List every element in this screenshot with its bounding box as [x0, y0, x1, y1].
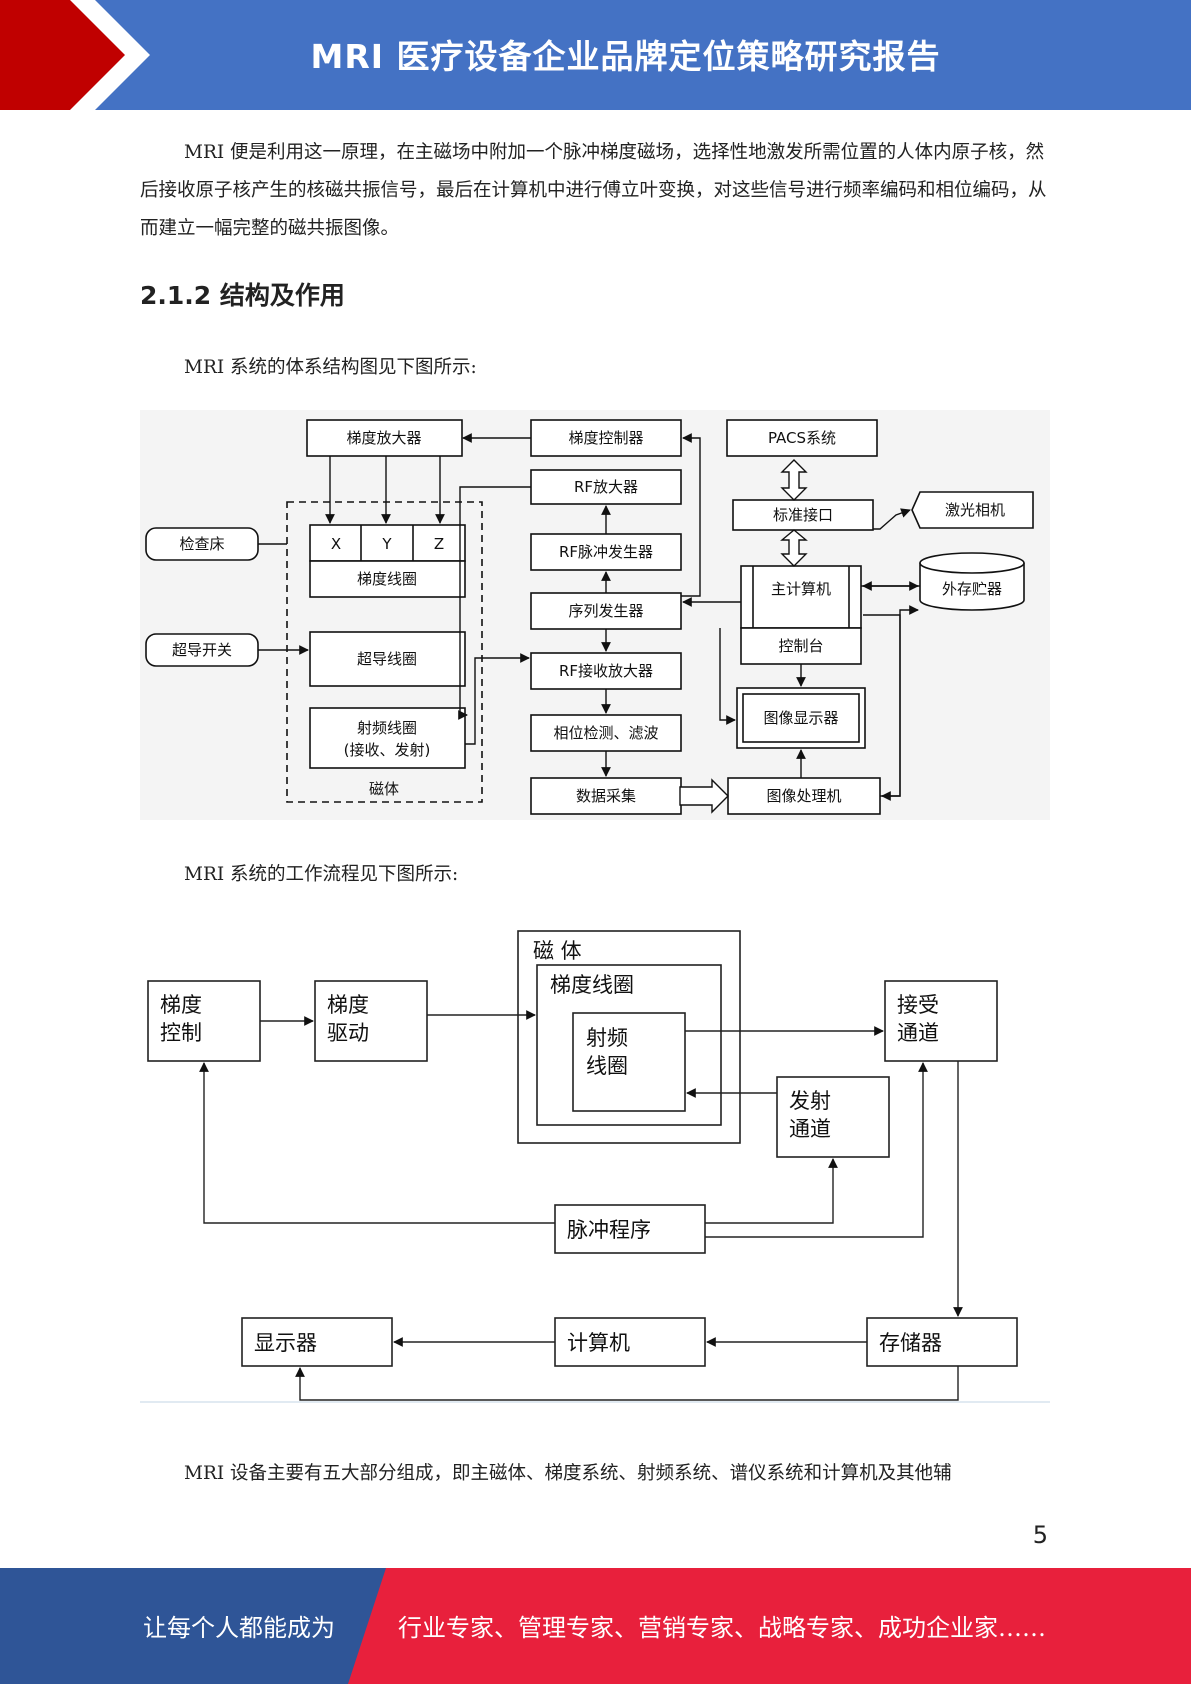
display-box	[241, 1317, 393, 1367]
diag2-rf-coil-label-1: 射频	[586, 1026, 628, 1050]
diag1-ext-storage-label: 外存贮器	[942, 580, 1002, 598]
data-to-processor-arrow	[679, 778, 729, 814]
receive-channel-box	[884, 980, 998, 1062]
diag1-pacs-label: PACS系统	[768, 429, 836, 447]
diag1-laser-cam-label: 激光相机	[945, 501, 1005, 519]
diag2-magnet-label: 磁 体	[533, 939, 582, 963]
standard-interface-box	[732, 499, 874, 531]
diag1-x-label: X	[331, 535, 341, 553]
storage-box	[866, 1317, 1018, 1367]
diag2-grad-ctrl-label-1: 梯度	[160, 993, 202, 1017]
diag1-sc-coil-label: 超导线圈	[357, 650, 417, 668]
diag1-rf-amp-label: RF放大器	[574, 478, 638, 496]
diag2-storage-label: 存储器	[879, 1331, 942, 1355]
diag1-y-label: Y	[381, 535, 392, 553]
diag1-rf-coil-label-2: (接收、发射)	[344, 741, 431, 759]
diag2-grad-drv-label-1: 梯度	[327, 993, 369, 1017]
rf-coil-box	[309, 707, 466, 769]
gradient-drive-box	[314, 980, 428, 1062]
diag1-z-label: Z	[434, 535, 444, 553]
rf-receive-amplifier-box	[530, 652, 682, 690]
diag1-rf-pulse-label: RF脉冲发生器	[559, 543, 653, 561]
page-header: MRI 医疗设备企业品牌定位策略研究报告	[0, 0, 1191, 110]
diag1-exam-bed-label: 检查床	[179, 535, 224, 553]
footer-slogan-left: 让每个人都能成为	[143, 1614, 335, 1642]
diag1-rf-coil-label-1: 射频线圈	[357, 719, 417, 737]
diag1-sc-switch-label: 超导开关	[172, 641, 232, 659]
diag1-std-iface-label: 标准接口	[773, 506, 833, 524]
diag2-recv-label-2: 通道	[897, 1021, 939, 1045]
external-storage-box	[919, 563, 1025, 611]
console-box	[740, 627, 862, 665]
diag2-grad-drv-label-2: 驱动	[327, 1021, 369, 1045]
diag1-main-comp-label: 主计算机	[771, 580, 831, 598]
components-paragraph: MRI 设备主要有五大部分组成，即主磁体、梯度系统、射频系统、谱仪系统和计算机及…	[184, 1463, 952, 1484]
diag1-img-proc-label: 图像处理机	[766, 787, 841, 805]
image-processor-box	[727, 777, 881, 815]
rf-coil-box	[572, 1012, 686, 1112]
section-heading: 2.1.2 结构及作用	[140, 281, 345, 310]
diag1-img-disp-label: 图像显示器	[763, 709, 838, 727]
diag1-grad-amp-label: 梯度放大器	[346, 429, 421, 447]
diag2-tx-label-1: 发射	[789, 1089, 831, 1113]
pacs-box	[726, 419, 878, 457]
diag2-rf-coil-label-2: 线圈	[586, 1054, 628, 1078]
diag1-phase-det-label: 相位检测、滤波	[553, 724, 658, 742]
diag1-magnet-label: 磁体	[369, 780, 399, 798]
magnet-enclosure	[286, 501, 483, 803]
footer-slogan-right: 行业专家、管理专家、营销专家、战略专家、成功企业家……	[398, 1614, 1046, 1642]
sequence-generator-box	[530, 592, 682, 630]
diag1-rf-recv-label: RF接收放大器	[559, 662, 653, 680]
diag1-console-label: 控制台	[778, 637, 823, 655]
report-title: MRI 医疗设备企业品牌定位策略研究报告	[310, 37, 941, 76]
image-display-box	[736, 687, 866, 749]
gradient-amplifier-box	[306, 419, 463, 457]
main-computer-box	[740, 565, 862, 629]
diag2-display-label: 显示器	[254, 1331, 317, 1355]
computer-box	[554, 1317, 706, 1367]
page-number: 5	[1032, 1521, 1048, 1549]
diag2-recv-label-1: 接受	[897, 993, 939, 1017]
diag2-grad-coil-label: 梯度线圈	[550, 973, 634, 997]
superconducting-coil-box	[309, 631, 466, 687]
diag2-pulse-prog-label: 脉冲程序	[567, 1218, 651, 1242]
diagram1-caption: MRI 系统的体系结构图见下图所示:	[184, 357, 477, 378]
diag2-computer-label: 计算机	[567, 1331, 630, 1355]
diag1-seq-gen-label: 序列发生器	[568, 602, 643, 620]
diag2-grad-ctrl-label-2: 控制	[160, 1021, 202, 1045]
intro-paragraph: MRI 便是利用这一原理，在主磁场中附加一个脉冲梯度磁场，选择性地激发所需位置的…	[140, 142, 1047, 239]
rf-pulse-generator-box	[530, 533, 682, 571]
page-footer: 让每个人都能成为 行业专家、管理专家、营销专家、战略专家、成功企业家……	[0, 1568, 1191, 1684]
phase-detect-box	[530, 714, 682, 752]
diag1-data-acq-label: 数据采集	[576, 787, 636, 805]
diag1-grad-coil-label: 梯度线圈	[357, 570, 417, 588]
mri-workflow-diagram: 磁 体 梯度线圈 梯度 控制 梯度 驱动 射频 线圈 接受 通道 发射 通道 脉…	[140, 930, 1050, 1403]
footer-band	[0, 1568, 1191, 1684]
diagram2-caption: MRI 系统的工作流程见下图所示:	[184, 864, 459, 885]
rf-amplifier-box	[530, 469, 682, 505]
diag1-grad-ctrl-label: 梯度控制器	[568, 429, 643, 447]
gradient-coil-box	[309, 560, 466, 598]
diag2-tx-label-2: 通道	[789, 1117, 831, 1141]
header-chevron-decoration	[0, 0, 150, 110]
mri-architecture-diagram: 梯度放大器 梯度控制器 PACS系统 RF放大器 标准接口 激光相机 检查床 X…	[140, 410, 1050, 820]
transmit-channel-box	[776, 1076, 890, 1158]
pulse-program-box	[554, 1204, 706, 1254]
laser-camera-box	[911, 491, 1034, 529]
